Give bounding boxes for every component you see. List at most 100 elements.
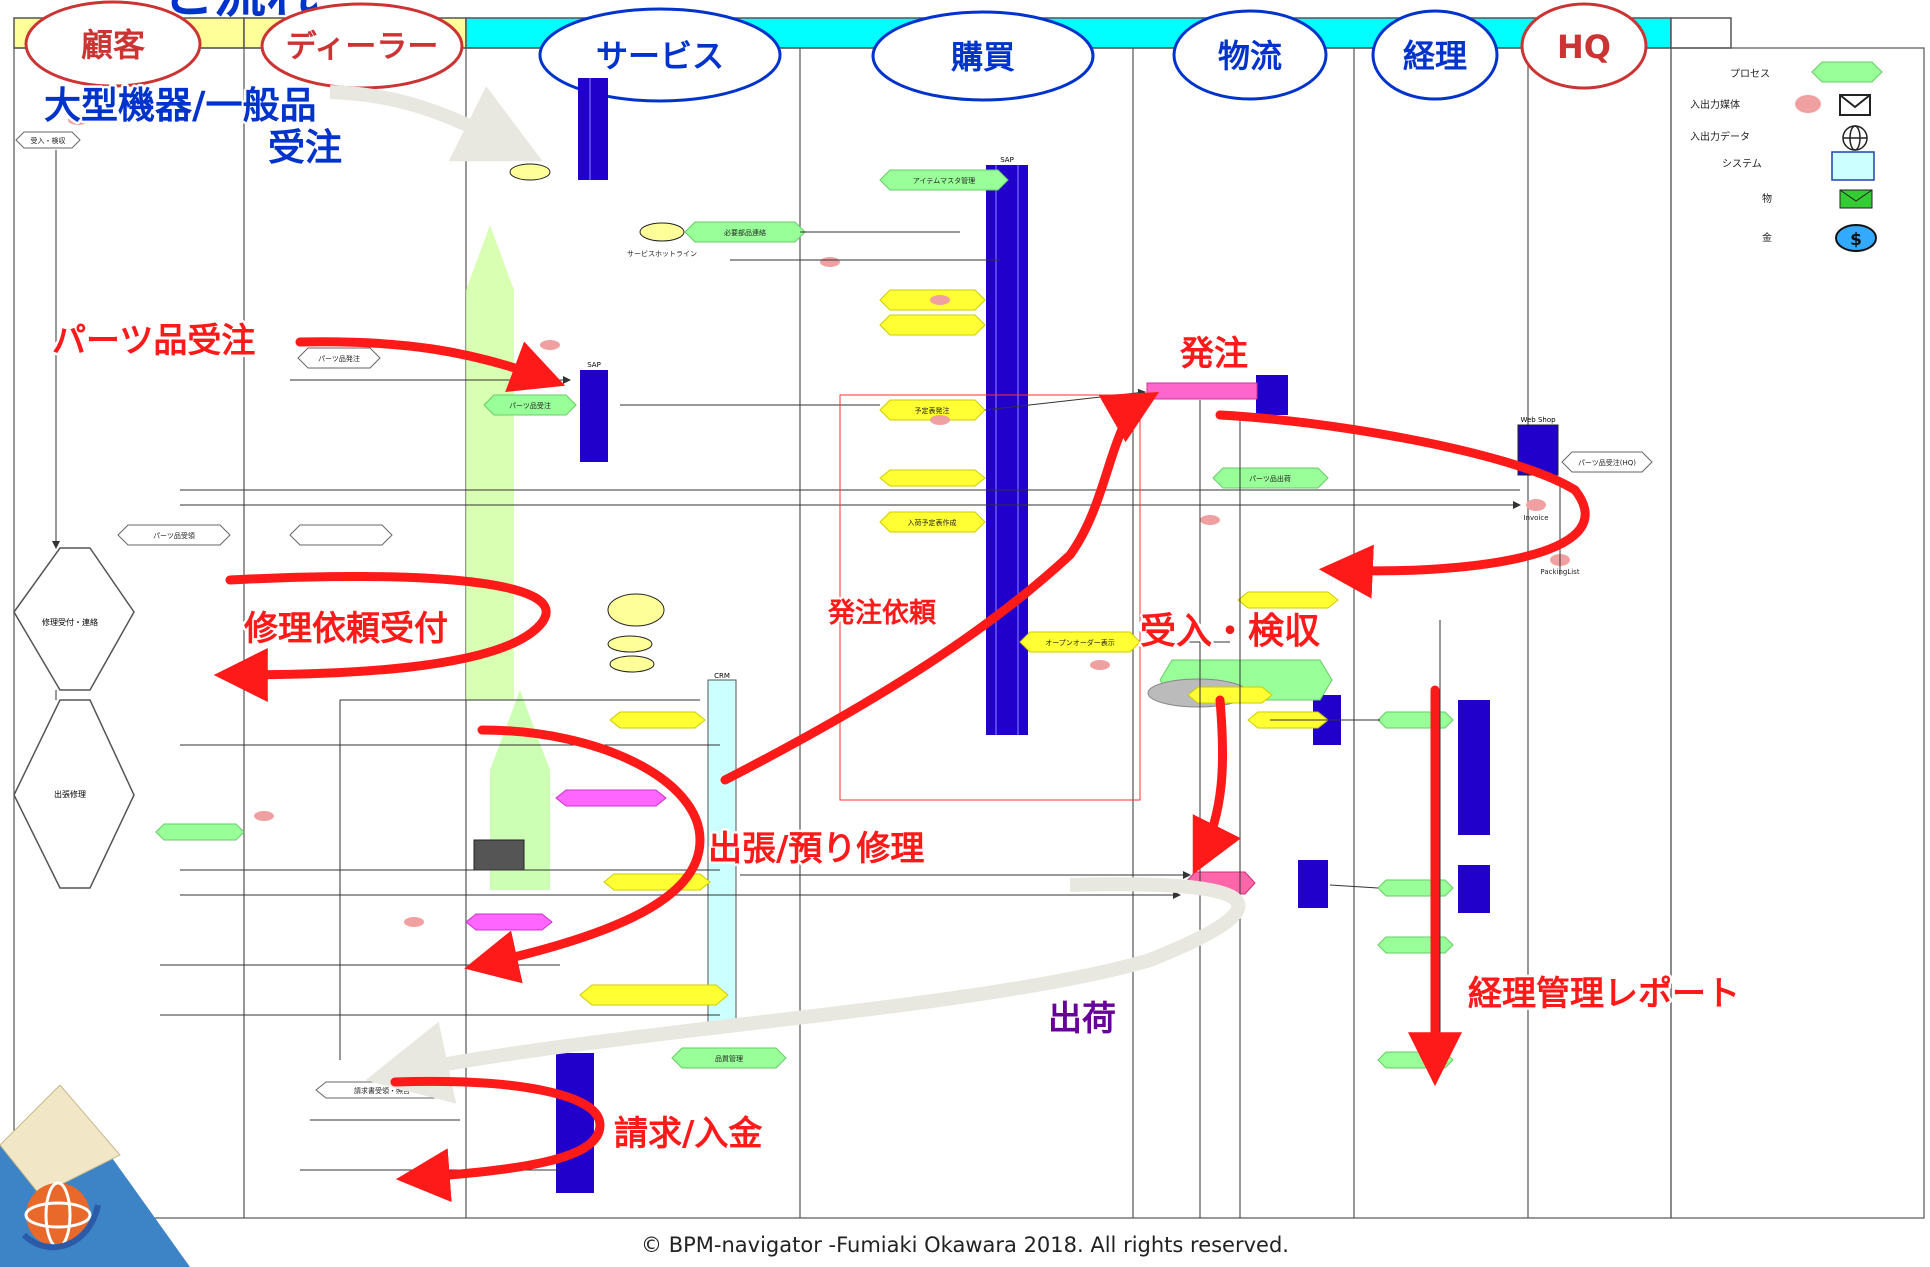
sap-bar-billing: SAP [556, 1044, 594, 1193]
red-arrow-repair-request [213, 571, 551, 702]
process-green [155, 823, 245, 841]
svg-text:$: $ [1850, 230, 1862, 250]
process-yellow [579, 984, 729, 1006]
media-oval [1090, 660, 1110, 670]
process-parts-received-customer: パーツ品受領 [117, 524, 231, 546]
process-service-hotline: サービスホットライン [627, 222, 697, 258]
process-label: パーツ品受注 [509, 401, 551, 410]
process-green [1377, 711, 1454, 729]
process-label: 品質管理 [715, 1054, 743, 1063]
process-open-order: オープンオーダー表示 [1019, 631, 1141, 653]
lane-label-service: サービス [596, 37, 724, 75]
media-oval [540, 340, 560, 350]
process-label: オープンオーダー表示 [1045, 638, 1115, 647]
page-curl-logo [0, 1085, 190, 1267]
process-label: パーツ品受領 [153, 531, 195, 540]
label-receiving: 受入・検収 [1140, 611, 1320, 652]
process-order-pink [1146, 382, 1258, 400]
process-label: パーツ品発注 [318, 354, 360, 363]
process-label: パーツ品出荷 [1249, 474, 1291, 483]
webshop-label: Web Shop [1520, 416, 1556, 424]
crm-bar: CRM [707, 672, 737, 1031]
label-accounting-report: 経理管理レポート [1468, 974, 1740, 1014]
sap-bar-accounting-2 [1458, 865, 1490, 913]
lane-header-hq: HQ [1520, 2, 1648, 90]
process-magenta [465, 913, 553, 931]
process-green [1377, 936, 1454, 954]
hexagon-field-repair: 出張修理 [13, 699, 135, 889]
legend-item-process: プロセス [1730, 61, 1883, 83]
overlay-labels: 大型機器/一般品 受注 パーツ品受注 修理依頼受付 発注依頼 発注 受入・検収 … [42, 82, 1743, 1157]
media-oval [254, 811, 274, 821]
label-large-order: 大型機器/一般品 [44, 84, 317, 127]
sap-label: SAP [1000, 156, 1014, 164]
process-parts-shipping: パーツ品出荷 [1212, 467, 1329, 489]
money-dollar-icon: $ [1835, 224, 1877, 252]
system-terminal [473, 839, 525, 871]
gray-arrow-shipping [365, 877, 1246, 1104]
lane-header-customer: 顧客 [24, 0, 202, 88]
red-arrow-billing [390, 1076, 605, 1203]
process-parts-order-dealer: パーツ品発注 [297, 347, 381, 369]
document-invoice: Invoice [1523, 499, 1549, 522]
sap-bar-order [1256, 375, 1288, 415]
process-item-master: アイテムマスタ管理 [879, 169, 1009, 191]
process-yellow [879, 314, 986, 336]
process-magenta [555, 789, 667, 807]
legend-label-money: 金 [1762, 231, 1772, 244]
legend-item-media: 入出力媒体 [1690, 94, 1871, 116]
hotline-oval [607, 635, 653, 653]
red-arrow-order-request [720, 391, 1160, 785]
media-oval [404, 917, 424, 927]
process-receiving-top: 受入・検収 [15, 131, 81, 149]
process-label: 予定表発注 [915, 406, 950, 415]
system-box-icon [1831, 151, 1875, 181]
legend-item-money: 金 $ [1762, 224, 1877, 252]
lane-label-dealer: ディーラー [286, 29, 439, 65]
globe-logo-icon [21, 1181, 101, 1251]
service-green-band [466, 225, 514, 700]
process-parts-received-dealer [289, 524, 393, 546]
process-green [1377, 1051, 1454, 1069]
media-oval [930, 415, 950, 425]
lane-header-accounting: 経理 [1371, 9, 1499, 101]
label-parts-order: パーツ品受注 [52, 321, 255, 361]
gray-arrow-order-flow [329, 85, 543, 162]
hotline-oval [609, 655, 655, 673]
hotline-oval [607, 593, 665, 627]
hexagon-repair-reception: 修理受付・連絡 [13, 547, 135, 691]
label-shipping: 出荷 [1048, 999, 1116, 1039]
process-label: パーツ品受注(HQ) [1578, 458, 1636, 467]
label-order: 発注 [1180, 334, 1248, 374]
label-field-repair: 出張/預り修理 [708, 829, 924, 869]
red-arrow-field-repair [464, 725, 705, 984]
media-oval [820, 257, 840, 267]
label-large-order-sub: 受注 [268, 126, 342, 169]
label-repair-request: 修理依頼受付 [243, 609, 448, 649]
legend-item-goods: 物 [1762, 189, 1873, 209]
lane-label-hq: HQ [1557, 28, 1611, 66]
lane-header-service: サービス [538, 7, 782, 103]
legend-item-system: システム [1722, 151, 1875, 181]
lane-label-purchasing: 購買 [951, 38, 1015, 76]
process-yellow [603, 873, 711, 891]
process-required-parts: 必要部品連絡 [684, 221, 806, 243]
legend-label-process: プロセス [1730, 68, 1770, 80]
legend-item-data: 入出力データ [1690, 125, 1868, 151]
hotline-oval [509, 163, 551, 181]
crm-label: CRM [714, 672, 730, 680]
lane-header-dealer: ディーラー [260, 2, 464, 90]
red-arrow-parts-order [295, 337, 566, 393]
legend-label-goods: 物 [1762, 192, 1772, 205]
lane-header-purchasing: 購買 [871, 10, 1095, 102]
sap-bar-accounting-1 [1458, 700, 1490, 835]
process-parts-order-hq: パーツ品受注(HQ) [1561, 451, 1653, 473]
media-oval [68, 115, 88, 125]
process-label: 受入・検収 [31, 136, 66, 145]
process-shapes: 受入・検収 アイテムマスタ管理 必要部品連絡 パーツ品受注 予定表発注 入荷予定… [15, 115, 1653, 1099]
process-label: 入荷予定表作成 [908, 518, 957, 527]
sap-bar-purchasing: SAP [986, 156, 1028, 735]
red-arrow-hq-shipment [1215, 410, 1590, 599]
process-green [1377, 879, 1454, 897]
